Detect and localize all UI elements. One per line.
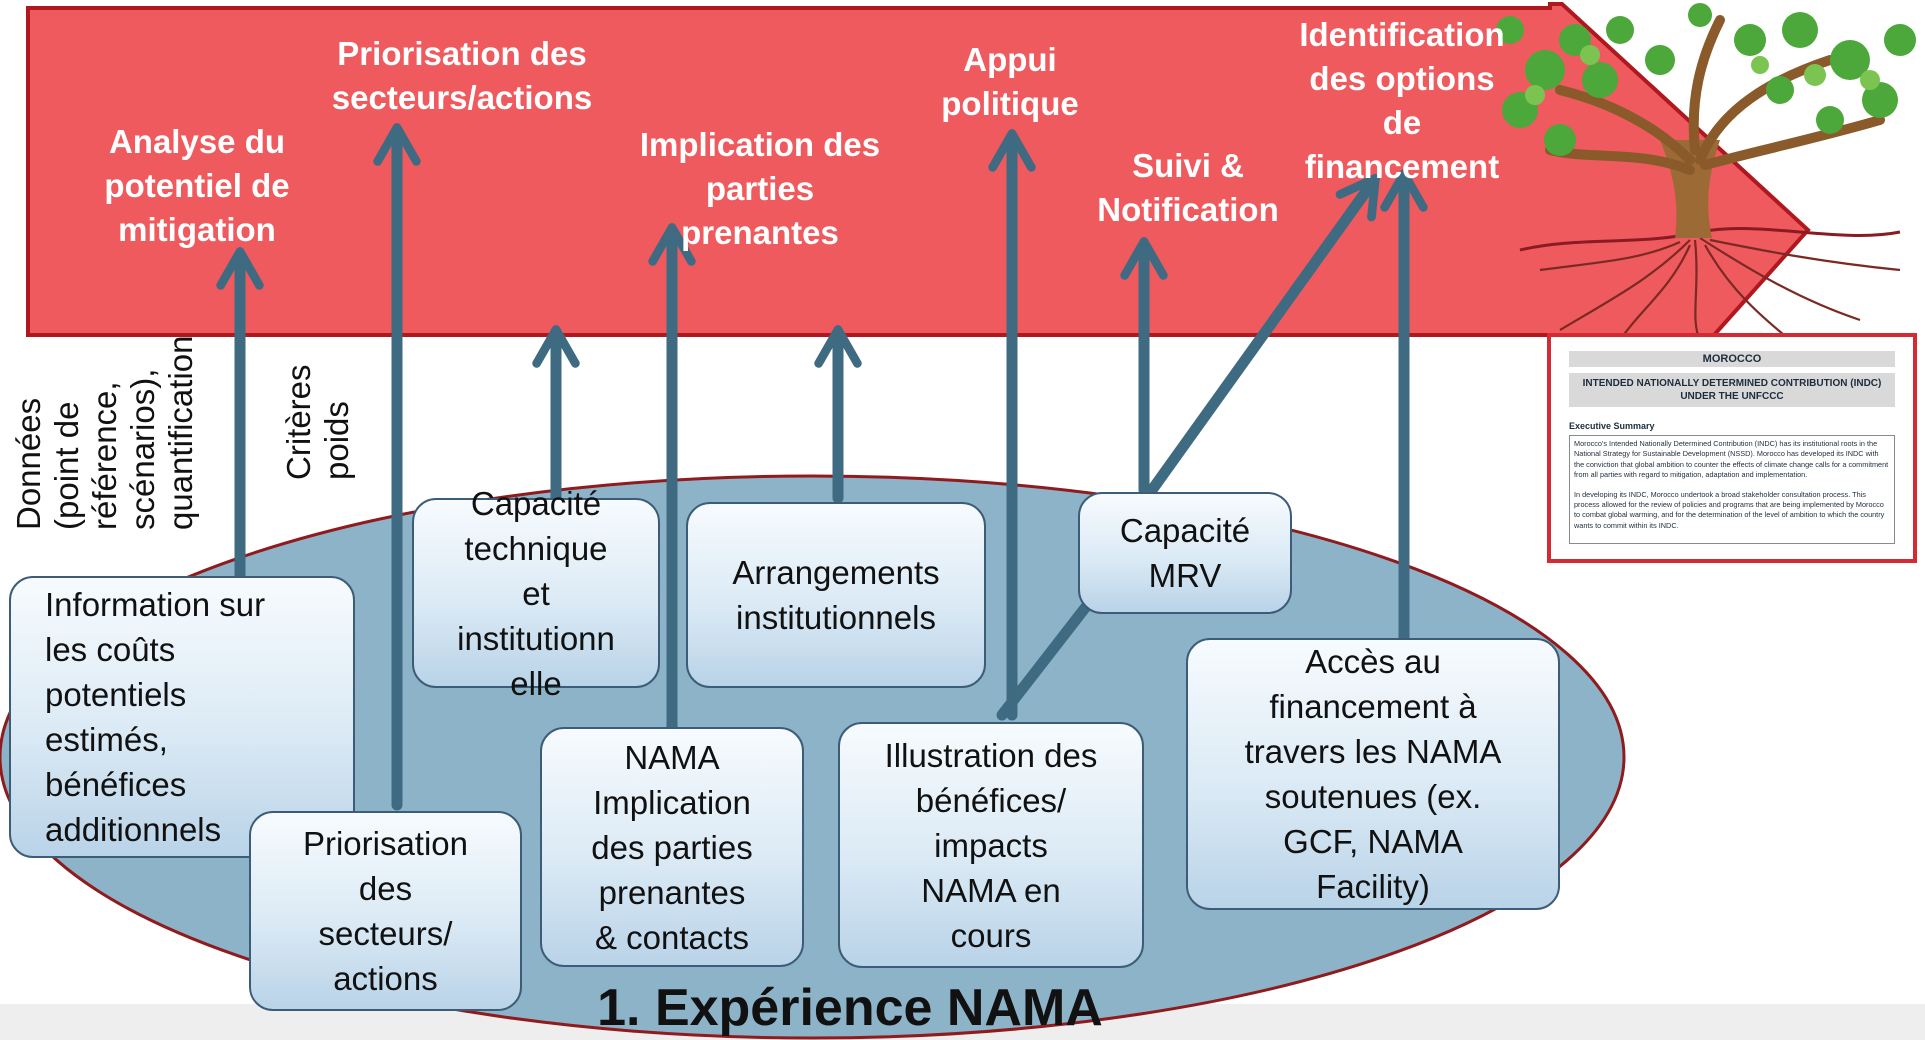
document-body: Morocco's Intended Nationally Determined…: [1569, 435, 1895, 545]
tree-illustration: [1496, 3, 1916, 341]
box-nama-implication: NAMA Implication des parties prenantes &…: [540, 727, 804, 967]
box-capacite-mrv: Capacité MRV: [1078, 492, 1292, 614]
document-country: MOROCCO: [1569, 351, 1895, 367]
document-paragraph: In developing its INDC, Morocco undertoo…: [1574, 489, 1885, 530]
indc-document-thumbnail: MOROCCO INTENDED NATIONALLY DETERMINED C…: [1547, 333, 1917, 563]
banner-label-implication: Implication des parties prenantes: [639, 126, 881, 251]
banner-label-suivi: Suivi & Notification: [1097, 147, 1279, 228]
box-priorisation: Priorisation des secteurs/ actions: [249, 811, 522, 1011]
document-section-heading: Executive Summary: [1569, 421, 1655, 431]
document-paragraph: Morocco's Intended Nationally Determined…: [1574, 439, 1889, 480]
box-acces-financement: Accès au financement à travers les NAMA …: [1186, 638, 1560, 910]
box-illustration: Illustration des bénéfices/ impacts NAMA…: [838, 722, 1144, 968]
banner-label-appui: Appui politique: [941, 41, 1079, 122]
banner-label-analyse: Analyse du potentiel de mitigation: [104, 123, 290, 248]
banner-label-financement: Identification des options de financemen…: [1299, 16, 1505, 185]
box-information-couts: Information sur les coûts potentiels est…: [9, 576, 355, 858]
arrow-mrv-to-financement: [1146, 173, 1380, 496]
side-label-donnees: Données (point de référence, scénarios),…: [10, 335, 199, 530]
banner-label-priorisation: Priorisation des secteurs/actions: [331, 35, 593, 116]
box-capacite-technique: Capacité technique et institutionn elle: [412, 485, 660, 702]
document-title: INTENDED NATIONALLY DETERMINED CONTRIBUT…: [1569, 373, 1895, 407]
side-label-criteres: Critères poids: [280, 364, 355, 480]
arrow-illustration-to-mrv: [996, 602, 1091, 721]
ellipse-title: 1. Expérience NAMA: [597, 979, 1103, 1037]
box-arrangements: Arrangements institutionnels: [686, 502, 986, 688]
